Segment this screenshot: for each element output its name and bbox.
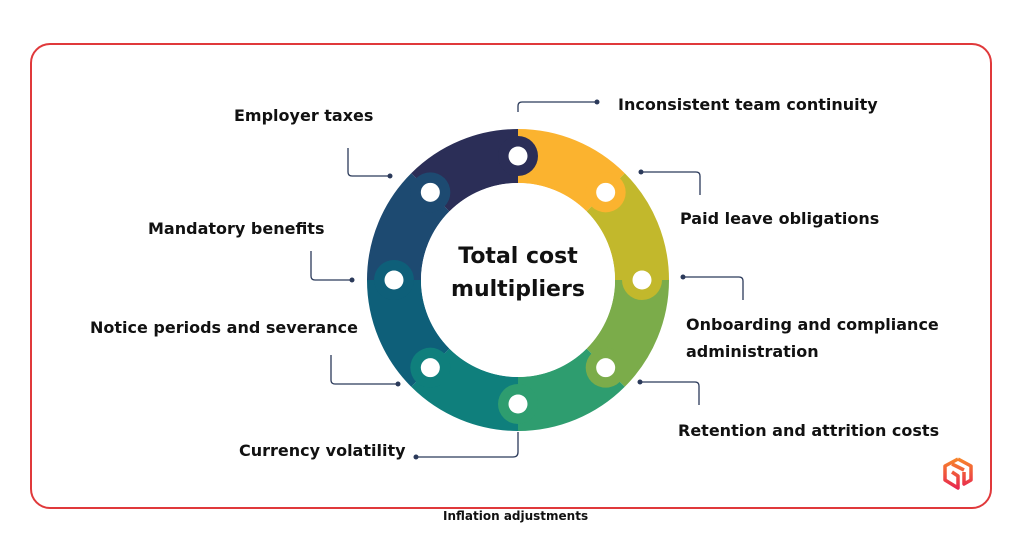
- leader-currency: [416, 432, 519, 458]
- label-notice: Notice periods and severance: [90, 318, 358, 337]
- footer-text: Inflation adjustments: [443, 509, 589, 523]
- cube-logo-icon: [943, 457, 973, 490]
- label-onboarding-line1: Onboarding and compliance: [686, 315, 939, 334]
- center-title: Total cost multipliers: [418, 240, 618, 306]
- label-currency: Currency volatility: [239, 441, 406, 460]
- leader-onboarding: [683, 276, 744, 300]
- leader-retention: [640, 381, 700, 405]
- diagram-frame: [30, 43, 992, 509]
- center-title-line2: multipliers: [451, 277, 585, 302]
- leader-lines: [310, 101, 744, 458]
- leader-inconsistent-team: [517, 101, 597, 112]
- center-title-line1: Total cost: [458, 244, 578, 269]
- label-paid-leave: Paid leave obligations: [680, 209, 880, 228]
- label-mandatory: Mandatory benefits: [148, 219, 325, 238]
- label-inconsistent-team: Inconsistent team continuity: [618, 95, 878, 114]
- ring-node-dot: [596, 358, 616, 378]
- leader-notice: [330, 355, 398, 385]
- leader-employer-taxes: [347, 148, 390, 177]
- ring-node-dot: [420, 182, 440, 202]
- ring-connectors: [374, 136, 662, 424]
- leader-dots: [349, 99, 686, 460]
- ring-node-dot: [420, 358, 440, 378]
- ring-node-dot: [632, 270, 652, 290]
- ring-node-dot: [384, 270, 404, 290]
- center-circle: [421, 183, 615, 377]
- label-employer-taxes: Employer taxes: [234, 106, 374, 125]
- label-retention: Retention and attrition costs: [678, 421, 940, 440]
- ring-node-dot: [508, 146, 528, 166]
- leader-mandatory: [310, 251, 352, 281]
- ring-node-dot: [596, 182, 616, 202]
- label-onboarding-line2: administration: [686, 342, 819, 361]
- ring-node-dot: [508, 394, 528, 414]
- leader-paid-leave: [641, 171, 701, 195]
